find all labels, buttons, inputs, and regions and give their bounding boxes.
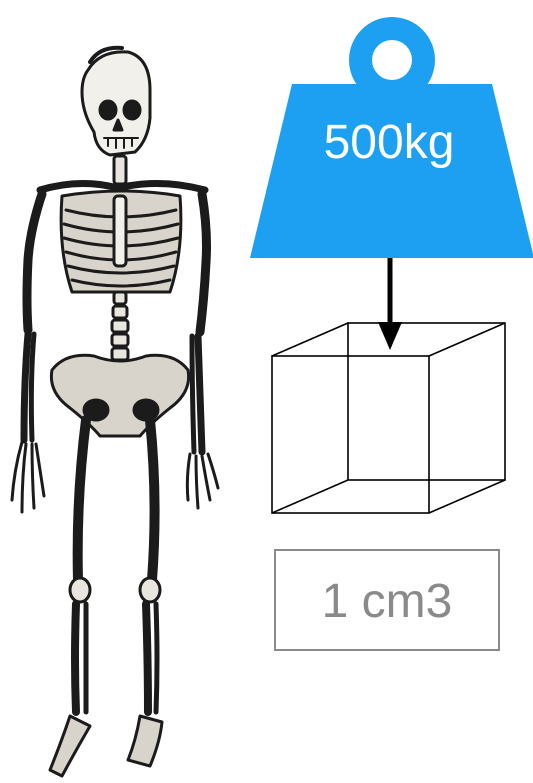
weight-label: 500kg [324, 116, 455, 169]
volume-label-box: 1 cm3 [275, 550, 499, 650]
pelvis-icon [51, 355, 188, 436]
left-arm-icon [12, 194, 44, 512]
left-leg-icon [50, 420, 90, 776]
right-leg-icon [128, 420, 162, 766]
volume-label: 1 cm3 [322, 575, 453, 628]
skeleton-illustration [12, 48, 218, 776]
wireframe-cube-icon [272, 323, 505, 513]
skull-icon [82, 48, 150, 155]
right-arm-icon [187, 194, 218, 508]
clavicle-icon [40, 183, 205, 190]
kettlebell-weight-icon: 500kg [250, 17, 533, 258]
weight-body [250, 84, 533, 258]
down-arrow-icon [378, 258, 402, 350]
rib-cage-icon [61, 191, 181, 292]
